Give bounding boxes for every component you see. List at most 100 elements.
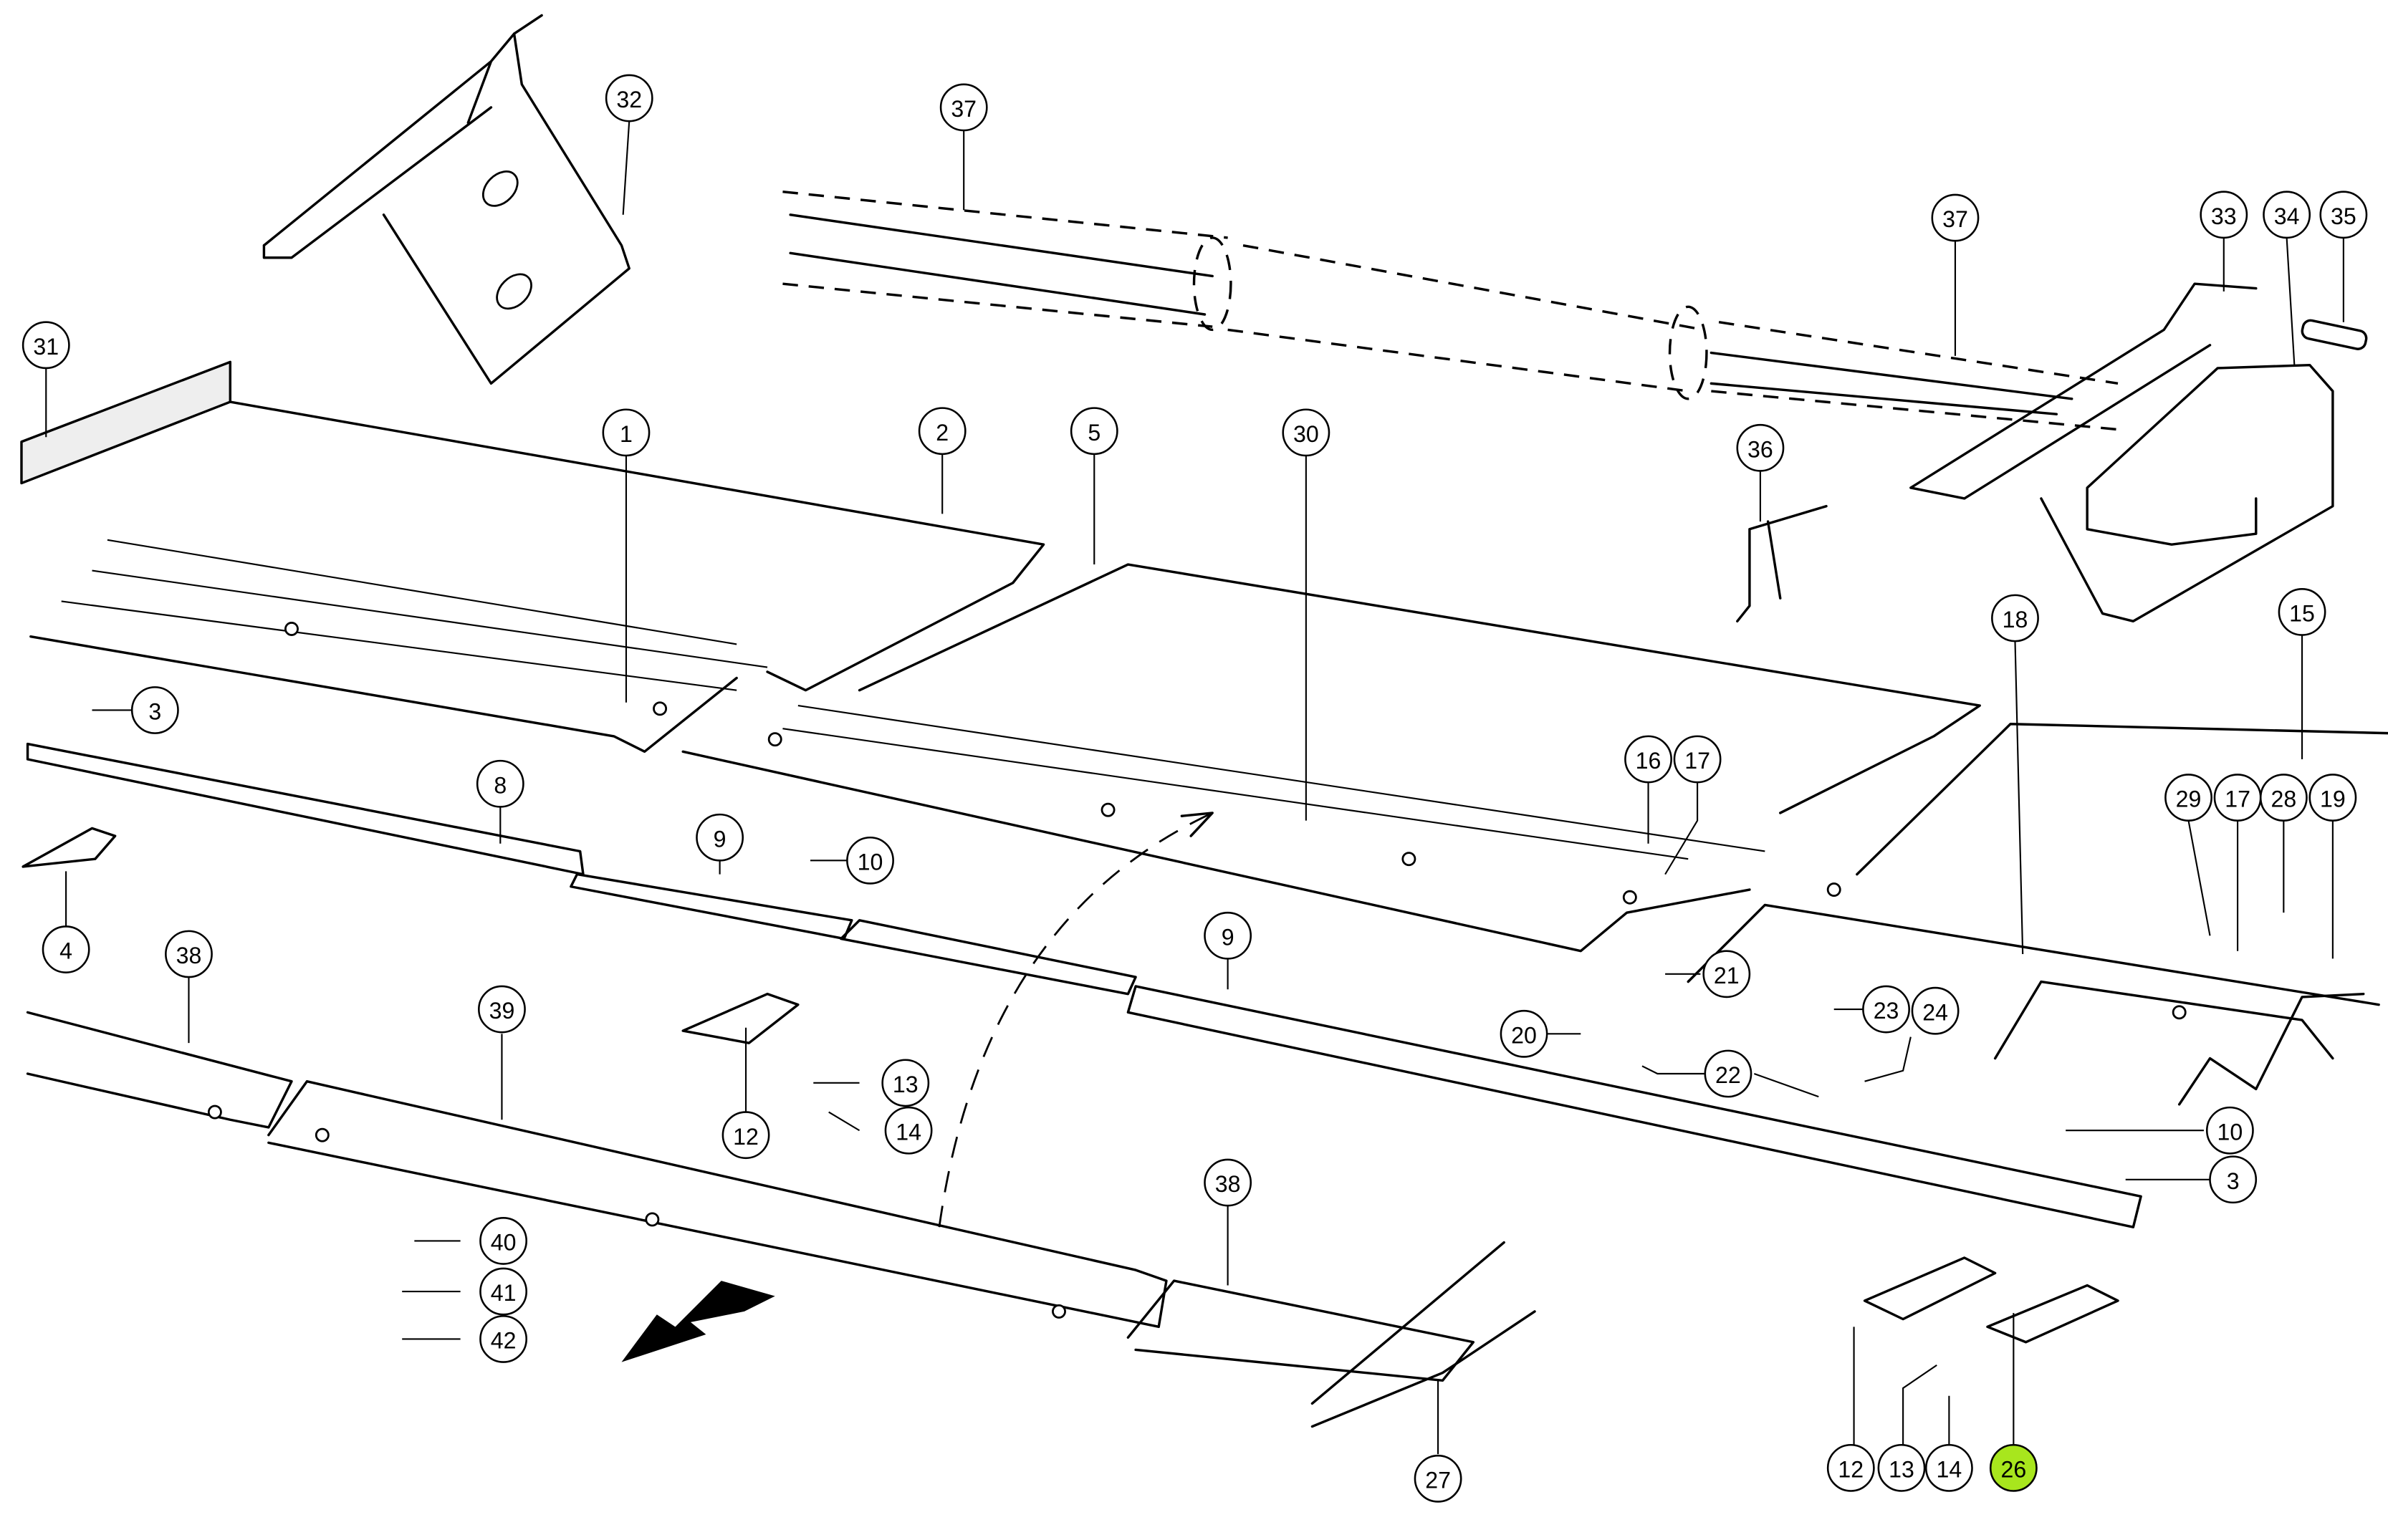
callout-circle	[479, 1315, 528, 1363]
callout-34[interactable]: 34	[2263, 191, 2311, 239]
part-9-knife-bar	[570, 872, 2142, 1228]
part-36-hook	[1736, 504, 1828, 622]
callout-8[interactable]: 8	[476, 759, 524, 808]
callout-4[interactable]: 4	[42, 925, 90, 973]
callout-38[interactable]: 38	[1204, 1158, 1252, 1207]
part-37-tube	[782, 190, 2119, 431]
callout-circle	[602, 408, 651, 457]
callout-label: 27	[1425, 1467, 1451, 1493]
callout-label: 12	[1838, 1456, 1864, 1482]
callout-3[interactable]: 3	[130, 686, 179, 734]
part-2-floor-panel	[29, 400, 1045, 754]
callout-circle	[939, 83, 988, 132]
callout-24[interactable]: 24	[1911, 986, 1960, 1035]
callout-12[interactable]: 12	[1826, 1443, 1875, 1492]
callout-label: 13	[893, 1072, 919, 1097]
callout-37[interactable]: 37	[939, 83, 988, 132]
callout-label: 9	[714, 826, 727, 852]
callout-circle	[479, 1267, 528, 1316]
part-33-34-frame	[1909, 282, 2334, 622]
callout-13[interactable]: 13	[881, 1059, 930, 1107]
callout-3[interactable]: 3	[2209, 1155, 2258, 1204]
callout-circle	[881, 1059, 930, 1107]
callout-1[interactable]: 1	[602, 408, 651, 457]
callout-31[interactable]: 31	[21, 321, 70, 370]
callout-37[interactable]: 37	[1931, 193, 1980, 242]
callout-21[interactable]: 21	[1702, 950, 1751, 998]
callout-label: 34	[2274, 203, 2300, 229]
callout-10[interactable]: 10	[2205, 1106, 2254, 1155]
callout-circle	[1624, 735, 1672, 784]
callout-14[interactable]: 14	[1924, 1443, 1973, 1492]
callout-circle	[1282, 408, 1330, 457]
callout-20[interactable]: 20	[1500, 1009, 1548, 1058]
callout-40[interactable]: 40	[479, 1217, 528, 1265]
callout-17[interactable]: 17	[2213, 774, 2262, 822]
callout-12[interactable]: 12	[721, 1111, 770, 1160]
callout-circle	[2205, 1106, 2254, 1155]
callout-circle	[1673, 735, 1722, 784]
callout-39[interactable]: 39	[478, 985, 526, 1034]
callout-38[interactable]: 38	[165, 930, 213, 978]
callout-label: 1	[620, 421, 633, 447]
callout-circle	[918, 407, 967, 456]
callout-label: 31	[33, 334, 59, 360]
part-32-bracket	[262, 14, 630, 385]
callout-label: 19	[2320, 786, 2346, 812]
callout-circle	[1500, 1009, 1548, 1058]
callout-circle	[1989, 1443, 2038, 1492]
callout-17[interactable]: 17	[1673, 735, 1722, 784]
callout-15[interactable]: 15	[2278, 588, 2326, 636]
part-38-39-guards	[26, 1011, 1475, 1382]
knife-guard-assemblies	[21, 827, 2119, 1344]
callout-18[interactable]: 18	[1991, 594, 2039, 643]
callout-23[interactable]: 23	[1862, 985, 1910, 1034]
callout-14[interactable]: 14	[884, 1106, 933, 1155]
callout-circle	[2278, 588, 2326, 636]
callout-22[interactable]: 22	[1704, 1049, 1752, 1098]
callout-circle	[721, 1111, 770, 1160]
callout-2[interactable]: 2	[918, 407, 967, 456]
callout-label: 41	[491, 1280, 517, 1306]
callout-9[interactable]: 9	[1204, 911, 1252, 960]
callout-label: 9	[1222, 924, 1234, 950]
callout-32[interactable]: 32	[605, 74, 653, 122]
callout-41[interactable]: 41	[479, 1267, 528, 1316]
part-5-floor-panel	[681, 563, 1981, 953]
callout-circle	[605, 74, 653, 122]
callout-circle	[1414, 1454, 1462, 1503]
callout-29[interactable]: 29	[2164, 774, 2212, 822]
callout-label: 12	[733, 1124, 759, 1150]
callout-36[interactable]: 36	[1736, 423, 1785, 472]
callout-label: 26	[2000, 1456, 2026, 1482]
callout-label: 22	[1715, 1062, 1741, 1088]
callout-label: 42	[491, 1328, 517, 1354]
callout-33[interactable]: 33	[2200, 191, 2248, 239]
callout-circle	[165, 930, 213, 978]
callout-label: 17	[1684, 748, 1710, 774]
callout-26[interactable]: 26	[1989, 1443, 2038, 1492]
callout-label: 37	[951, 96, 977, 122]
callout-5[interactable]: 5	[1070, 407, 1118, 456]
callout-10[interactable]: 10	[846, 836, 894, 885]
callout-19[interactable]: 19	[2308, 774, 2357, 822]
callout-circle	[1931, 193, 1980, 242]
callout-label: 37	[1942, 206, 1968, 232]
callout-label: 10	[2217, 1119, 2243, 1145]
callout-circle	[696, 813, 744, 862]
callout-circle	[1862, 985, 1910, 1034]
callout-circle	[42, 925, 90, 973]
callout-35[interactable]: 35	[2319, 191, 2368, 239]
callout-42[interactable]: 42	[479, 1315, 528, 1363]
callout-27[interactable]: 27	[1414, 1454, 1462, 1503]
callout-30[interactable]: 30	[1282, 408, 1330, 457]
callout-16[interactable]: 16	[1624, 735, 1672, 784]
callout-circle	[2259, 774, 2308, 822]
callout-28[interactable]: 28	[2259, 774, 2308, 822]
callout-label: 36	[1747, 436, 1773, 462]
callout-circle	[2164, 774, 2212, 822]
callout-label: 29	[2176, 786, 2202, 812]
callout-9[interactable]: 9	[696, 813, 744, 862]
callout-label: 21	[1714, 963, 1740, 988]
callout-13[interactable]: 13	[1877, 1443, 1926, 1492]
